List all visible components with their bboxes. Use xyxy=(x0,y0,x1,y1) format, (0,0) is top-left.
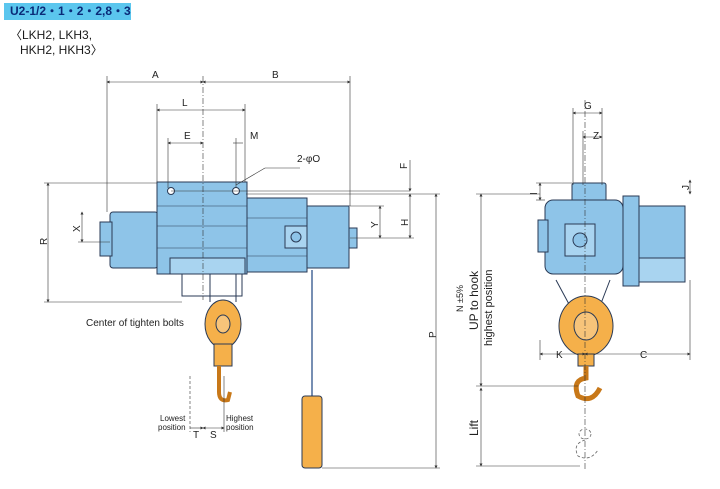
highest-label-2: position xyxy=(226,423,254,432)
center-tighten-label: Center of tighten bolts xyxy=(86,318,184,329)
dimension-lines-left xyxy=(44,76,440,469)
dim-t-label: T xyxy=(193,430,199,441)
dim-y-label: Y xyxy=(370,221,381,228)
dim-z-label: Z xyxy=(593,131,599,142)
model-list: 〈LKH2, LKH3, HKH2, HKH3〉 xyxy=(10,28,103,58)
up-to-hook-label: UP to hook xyxy=(467,270,481,330)
dim-p-label: P xyxy=(428,331,439,338)
dim-m-label: M xyxy=(250,131,258,142)
lift-label: Lift xyxy=(467,419,481,436)
pendant-switch xyxy=(301,270,323,469)
dim-e-label: E xyxy=(184,131,191,142)
body-detail-lines xyxy=(157,205,307,257)
lowest-label-2: position xyxy=(158,423,186,432)
dim-f-label: F xyxy=(399,163,410,169)
dim-i-label: I xyxy=(529,192,540,195)
highest-position-label: highest position xyxy=(483,270,495,346)
dim-h-label: H xyxy=(400,219,411,226)
dim-s-label: S xyxy=(210,430,217,441)
dim-x-label: X xyxy=(72,225,83,232)
dim-o-label: 2-φO xyxy=(297,154,320,165)
tolerance-label: N ±5% xyxy=(455,285,465,312)
hoist-body-front xyxy=(99,181,358,297)
dim-a-label: A xyxy=(152,70,159,81)
hook-lowest-ghost xyxy=(575,428,599,459)
dim-r-label: R xyxy=(39,238,50,245)
lowest-label-1: Lowest xyxy=(160,414,186,423)
dim-j-label: J xyxy=(681,185,692,190)
dim-l-label: L xyxy=(182,98,188,109)
dim-k-label: K xyxy=(556,350,563,361)
hook-block-front xyxy=(204,274,242,403)
header-title: U2-1/2・1・2・2,8・3 xyxy=(4,3,131,20)
hook-block-side xyxy=(555,279,614,402)
model-line-1: 〈LKH2, LKH3, xyxy=(10,28,93,42)
model-line-2: HKH2, HKH3〉 xyxy=(20,43,103,57)
dim-b-label: B xyxy=(272,70,279,81)
dim-c-label: C xyxy=(640,350,647,361)
hoist-body-side xyxy=(537,182,686,287)
dimension-lines-right xyxy=(476,100,692,470)
dim-g-label: G xyxy=(584,101,592,112)
highest-label-1: Highest xyxy=(226,414,254,423)
